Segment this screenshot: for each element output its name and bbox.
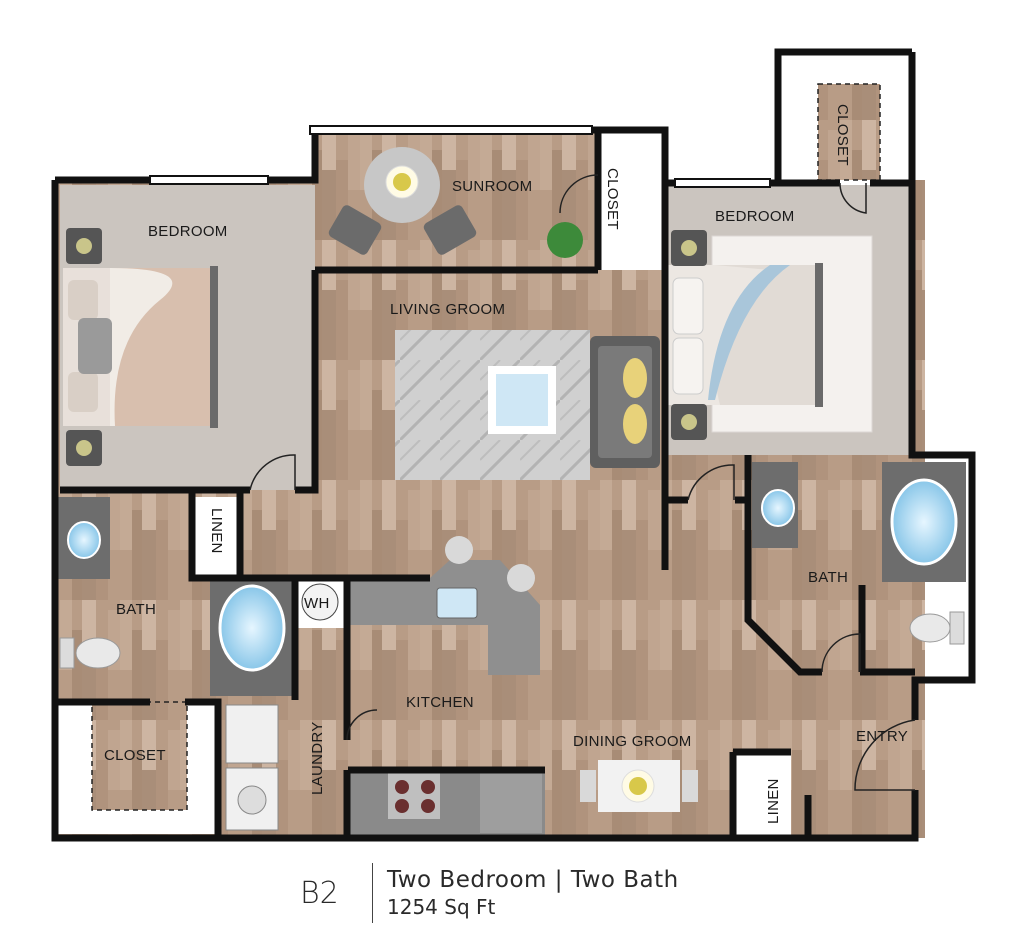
- walls: [51, 48, 976, 842]
- plant-icon: [547, 222, 583, 258]
- label-closet-bottom: CLOSET: [104, 747, 166, 764]
- caption-divider: [372, 863, 373, 923]
- label-linen-right: LINEN: [765, 778, 782, 824]
- kitchen-sink: [436, 587, 478, 619]
- refrigerator: [480, 772, 542, 833]
- water-heater: [301, 583, 339, 621]
- unit-code: B2: [300, 875, 339, 911]
- unit-layout: Two Bedroom | Two Bath: [387, 867, 679, 893]
- label-living-room: LIVING GROOM: [390, 301, 505, 318]
- dining-table: [580, 760, 698, 812]
- bed-right: [668, 230, 873, 440]
- label-sunroom: SUNROOM: [452, 178, 532, 195]
- windows: [149, 125, 771, 188]
- label-laundry: LAUNDRY: [309, 721, 326, 795]
- label-bath-right: BATH: [808, 569, 848, 586]
- label-closet-top: CLOSET: [604, 168, 621, 230]
- label-wh: WH: [304, 595, 330, 612]
- sunroom-table: [328, 147, 583, 258]
- bed-left: [63, 228, 218, 466]
- kitchen-counters: [350, 536, 545, 835]
- label-bedroom-right: BEDROOM: [715, 208, 795, 225]
- door-swings: [249, 174, 916, 791]
- floor-plan: BEDROOM SUNROOM CLOSET BEDROOM CLOSET LI…: [51, 48, 976, 842]
- bath-left-fixtures: [58, 497, 292, 696]
- label-closet-topright: CLOSET: [834, 104, 851, 166]
- unit-caption: B2 Two Bedroom | Two Bath 1254 Sq Ft: [300, 858, 679, 928]
- label-dining-room: DINING GROOM: [573, 733, 692, 750]
- sofa: [590, 336, 660, 468]
- label-bath-left: BATH: [116, 601, 156, 618]
- label-linen-left: LINEN: [208, 508, 225, 554]
- bath-right-fixtures: [752, 462, 966, 645]
- unit-details: Two Bedroom | Two Bath 1254 Sq Ft: [387, 867, 679, 919]
- stool-2: [507, 564, 535, 592]
- label-kitchen: KITCHEN: [406, 694, 474, 711]
- closet-topright-shelf: [817, 83, 881, 181]
- label-bedroom-left: BEDROOM: [148, 223, 228, 240]
- stool-1: [445, 536, 473, 564]
- laundry-machines: [225, 704, 279, 831]
- room-labels: BEDROOM SUNROOM CLOSET BEDROOM CLOSET LI…: [104, 104, 908, 824]
- unit-area: 1254 Sq Ft: [387, 895, 496, 919]
- living-rug: [395, 330, 590, 480]
- stove: [388, 773, 440, 819]
- label-entry: ENTRY: [856, 728, 908, 745]
